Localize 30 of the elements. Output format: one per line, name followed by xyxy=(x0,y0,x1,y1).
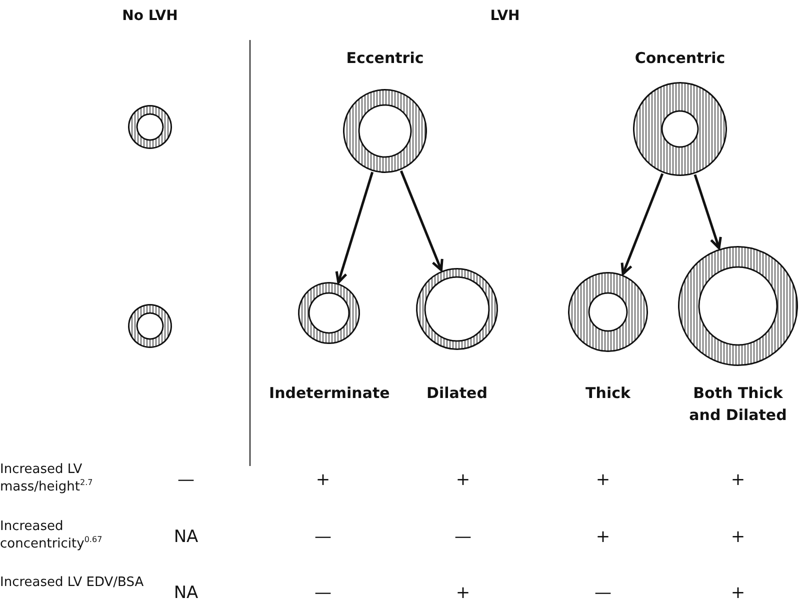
table-cell: + xyxy=(596,470,610,490)
table-cell: — xyxy=(454,527,472,547)
table-cell: — xyxy=(594,583,612,603)
row-label: Increased concentricity$^{0.67}$ xyxy=(0,520,104,552)
table-cell: + xyxy=(456,470,470,490)
column-heading: No LVH xyxy=(121,8,179,24)
arrow xyxy=(620,173,664,276)
table-cell: — xyxy=(314,527,332,547)
ring-caption: Eccentric xyxy=(345,48,425,69)
table-cell: NA xyxy=(174,583,198,603)
arrow xyxy=(694,174,722,250)
table-cell: + xyxy=(316,470,330,490)
column-heading: LVH xyxy=(489,8,521,24)
row-label: Increased LV EDV/BSA xyxy=(0,576,145,591)
ring-caption: Thick xyxy=(584,383,632,404)
arrow xyxy=(400,170,444,272)
arrow xyxy=(335,172,374,284)
table-cell: — xyxy=(178,470,194,490)
table-cell: — xyxy=(314,583,332,603)
ring-caption: Concentric xyxy=(634,48,726,69)
table-cell: + xyxy=(730,583,746,603)
table-cell: NA xyxy=(174,527,198,547)
row-label: Increased LV mass/height$^{2.7}$ xyxy=(0,463,94,496)
table-cell: + xyxy=(596,527,610,547)
table-cell: + xyxy=(456,583,470,603)
ring-caption: Dilated xyxy=(426,383,488,404)
ring-caption: Indeterminate xyxy=(269,383,389,404)
table-cell: + xyxy=(730,527,746,547)
ring-caption: Both Thick and Dilated xyxy=(688,383,788,426)
table-cell: + xyxy=(730,470,746,490)
